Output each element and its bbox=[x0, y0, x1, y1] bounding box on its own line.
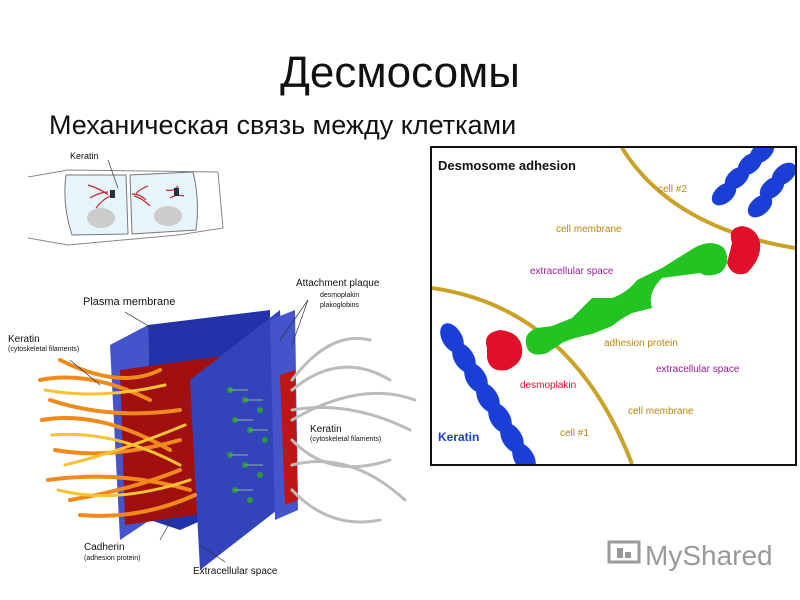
keratin-label-top: Keratin bbox=[70, 151, 99, 161]
cadherin-label: Cadherin bbox=[84, 542, 125, 553]
keratin-label-right: Keratin bbox=[310, 424, 342, 435]
desmoplakin-label-right: desmoplakin bbox=[520, 380, 577, 391]
adhesion-diagram-title: Desmosome adhesion bbox=[438, 158, 576, 173]
extracellular-bottom-label: extracellular space bbox=[656, 364, 740, 375]
adhesion-protein-label: adhesion protein bbox=[604, 338, 678, 349]
attachment-plaque-label: Attachment plaque bbox=[296, 278, 380, 289]
slide-subtitle: Механическая связь между клетками bbox=[49, 110, 517, 140]
extracellular-top-label: extracellular space bbox=[530, 266, 614, 277]
desmosome-adhesion-diagram: Desmosome adhesion cell #2 cell membrane… bbox=[430, 146, 797, 466]
extracellular-space-label: Extracellular space bbox=[193, 566, 278, 577]
adhesion-illustration bbox=[432, 148, 795, 464]
desmosome-3d-illustration bbox=[38, 299, 417, 570]
slide-title: Десмосомы bbox=[280, 48, 520, 97]
myshared-logo-icon bbox=[607, 540, 641, 564]
cell1-label: cell #1 bbox=[560, 428, 589, 439]
keratin-sublabel-right: (cytoskeletal filaments) bbox=[310, 436, 382, 443]
plakoglobins-label: plakoglobins bbox=[320, 302, 359, 309]
keratin-sublabel-left: (cytoskeletal filaments) bbox=[8, 346, 80, 353]
cadherin-sublabel: (adhesion protein) bbox=[84, 555, 141, 562]
watermark-text: MyShared bbox=[645, 540, 773, 571]
cell2-label: cell #2 bbox=[658, 184, 687, 195]
keratin-label-left: Keratin bbox=[8, 334, 40, 345]
cell-membrane-top-label: cell membrane bbox=[556, 224, 622, 235]
cell-pair-diagram bbox=[28, 159, 224, 246]
cell-membrane-bottom-label: cell membrane bbox=[628, 406, 694, 417]
keratin-label-right-diagram: Keratin bbox=[438, 430, 480, 444]
desmoplakin-label-left: desmoplakin bbox=[320, 292, 360, 299]
plasma-membrane-label: Plasma membrane bbox=[83, 296, 176, 308]
